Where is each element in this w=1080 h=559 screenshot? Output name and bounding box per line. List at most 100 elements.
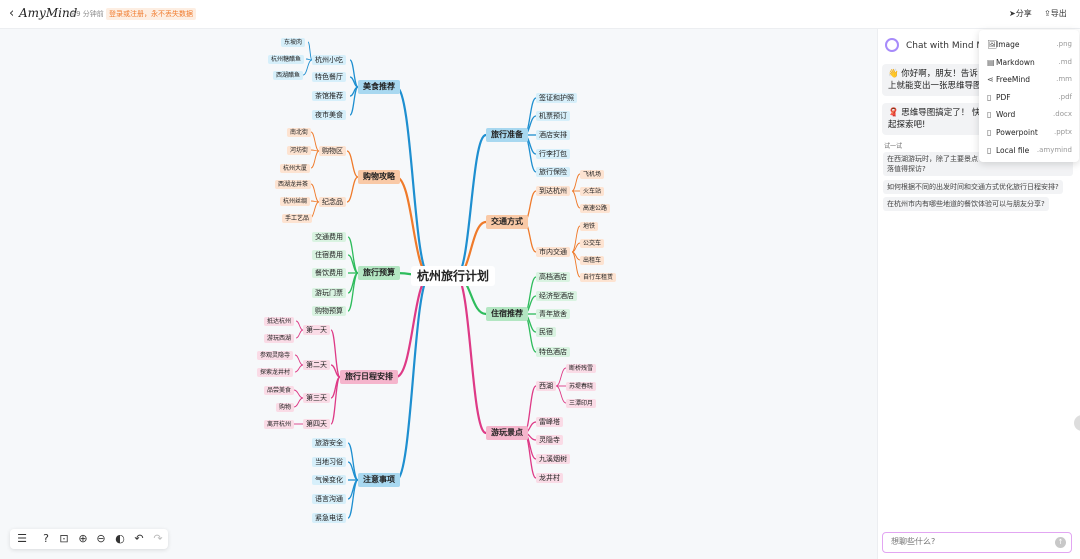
topic-机票预订[interactable]: 机票预订 bbox=[536, 111, 570, 121]
topic-气候变化[interactable]: 气候变化 bbox=[312, 475, 346, 485]
topic-语言沟通[interactable]: 语言沟通 bbox=[312, 494, 346, 504]
topic-签证和护照[interactable]: 签证和护照 bbox=[536, 93, 577, 103]
topic-餐饮费用[interactable]: 餐饮费用 bbox=[312, 268, 346, 278]
topic-杭州小吃[interactable]: 杭州小吃 bbox=[312, 55, 346, 65]
topic-九溪烟树[interactable]: 九溪烟树 bbox=[536, 454, 570, 464]
chat-input[interactable] bbox=[889, 536, 1053, 547]
topic-当地习俗[interactable]: 当地习俗 bbox=[312, 457, 346, 467]
topic-旅行保险[interactable]: 旅行保险 bbox=[536, 167, 570, 177]
subtopic-游玩西湖[interactable]: 游玩西湖 bbox=[264, 333, 295, 343]
topic-特色酒店[interactable]: 特色酒店 bbox=[536, 347, 570, 357]
subtopic-杭州糖醋鱼[interactable]: 杭州糖醋鱼 bbox=[268, 54, 305, 64]
topic-龙井村[interactable]: 龙井村 bbox=[536, 473, 563, 483]
root-node[interactable]: 杭州旅行计划 bbox=[411, 266, 496, 286]
topic-第二天[interactable]: 第二天 bbox=[303, 360, 330, 370]
topic-西湖[interactable]: 西湖 bbox=[536, 381, 556, 391]
subtopic-探索龙井村[interactable]: 探索龙井村 bbox=[257, 367, 294, 377]
subtopic-杭州丝绸[interactable]: 杭州丝绸 bbox=[280, 196, 311, 206]
subtopic-苏堤春晓[interactable]: 苏堤春晓 bbox=[566, 381, 597, 391]
subtopic-参观灵隐寺[interactable]: 参观灵隐寺 bbox=[257, 350, 294, 360]
help-icon[interactable]: ? bbox=[43, 532, 49, 545]
subtopic-自行车租赁[interactable]: 自行车租赁 bbox=[580, 272, 617, 282]
subtopic-手工艺品[interactable]: 手工艺品 bbox=[282, 213, 313, 223]
export-image[interactable]: 🖼Image.png bbox=[979, 36, 1079, 53]
topic-特色餐厅[interactable]: 特色餐厅 bbox=[312, 72, 346, 82]
zoom-in-icon[interactable]: ⊕ bbox=[78, 532, 88, 545]
subtopic-西湖醋鱼[interactable]: 西湖醋鱼 bbox=[273, 70, 304, 80]
subtopic-高速公路[interactable]: 高速公路 bbox=[580, 203, 611, 213]
mindmap-canvas[interactable]: 杭州旅行计划 美食推荐 杭州小吃东坡肉杭州糖醋鱼西湖醋鱼特色餐厅茶馆推荐夜市美食购物… bbox=[0, 29, 877, 559]
theme-icon[interactable]: ◐ bbox=[115, 532, 125, 545]
topic-高档酒店[interactable]: 高档酒店 bbox=[536, 272, 570, 282]
subtopic-三潭印月[interactable]: 三潭印月 bbox=[566, 398, 597, 408]
back-icon[interactable]: ‹ bbox=[9, 6, 15, 21]
export-markdown[interactable]: ▤Markdown.md bbox=[979, 54, 1079, 71]
branch-旅行预算[interactable]: 旅行预算 bbox=[358, 266, 400, 280]
subtopic-飞机场[interactable]: 飞机场 bbox=[580, 169, 605, 179]
topic-夜市美食[interactable]: 夜市美食 bbox=[312, 110, 346, 120]
subtopic-杭州大厦[interactable]: 杭州大厦 bbox=[280, 163, 311, 173]
branch-住宿推荐[interactable]: 住宿推荐 bbox=[486, 307, 528, 321]
redo-icon[interactable]: ↷ bbox=[153, 532, 163, 545]
suggestion-3[interactable]: 在杭州市内有哪些地道的餐饮体验可以与朋友分享? bbox=[883, 197, 1049, 211]
topic-青年旅舍[interactable]: 青年旅舍 bbox=[536, 309, 570, 319]
branch-注意事项[interactable]: 注意事项 bbox=[358, 473, 400, 487]
topic-购物预算[interactable]: 购物预算 bbox=[312, 306, 346, 316]
subtopic-离开杭州[interactable]: 离开杭州 bbox=[264, 419, 295, 429]
topic-旅游安全[interactable]: 旅游安全 bbox=[312, 438, 346, 448]
subtopic-地铁[interactable]: 地铁 bbox=[580, 221, 599, 231]
branch-美食推荐[interactable]: 美食推荐 bbox=[358, 80, 400, 94]
zoom-out-icon[interactable]: ⊖ bbox=[96, 532, 106, 545]
topic-行李打包[interactable]: 行李打包 bbox=[536, 149, 570, 159]
app-logo[interactable]: AmyMind bbox=[19, 6, 78, 20]
subtopic-断桥残雪[interactable]: 断桥残雪 bbox=[566, 363, 597, 373]
export-freemind[interactable]: ⋖FreeMind.mm bbox=[979, 71, 1079, 88]
login-warning[interactable]: 登录或注册，永不丢失数据 bbox=[106, 8, 196, 20]
export-local-file[interactable]: ▯Local file.amymind bbox=[979, 142, 1079, 159]
topic-紧急电话[interactable]: 紧急电话 bbox=[312, 513, 346, 523]
subtopic-西湖龙井茶[interactable]: 西湖龙井茶 bbox=[275, 179, 312, 189]
topic-雷峰塔[interactable]: 雷峰塔 bbox=[536, 417, 563, 427]
subtopic-出租车[interactable]: 出租车 bbox=[580, 255, 605, 265]
branch-旅行日程安排[interactable]: 旅行日程安排 bbox=[340, 370, 398, 384]
topic-酒店安排[interactable]: 酒店安排 bbox=[536, 130, 570, 140]
subtopic-南北街[interactable]: 南北街 bbox=[287, 127, 312, 137]
export-pdf[interactable]: ▯PDF.pdf bbox=[979, 89, 1079, 106]
topic-灵隐寺[interactable]: 灵隐寺 bbox=[536, 435, 563, 445]
topic-民宿[interactable]: 民宿 bbox=[536, 327, 556, 337]
outline-icon[interactable]: ☰ bbox=[17, 532, 27, 545]
topic-第四天[interactable]: 第四天 bbox=[303, 419, 330, 429]
suggestion-2[interactable]: 如何根据不同的出发时间和交通方式优化旅行日程安排? bbox=[883, 180, 1063, 194]
subtopic-抵达杭州[interactable]: 抵达杭州 bbox=[264, 316, 295, 326]
topic-纪念品[interactable]: 纪念品 bbox=[319, 197, 346, 207]
subtopic-东坡肉[interactable]: 东坡肉 bbox=[281, 37, 306, 47]
subtopic-河坊街[interactable]: 河坊街 bbox=[287, 145, 312, 155]
branch-游玩景点[interactable]: 游玩景点 bbox=[486, 426, 528, 440]
export-powerpoint[interactable]: ▯Powerpoint.pptx bbox=[979, 124, 1079, 141]
fit-icon[interactable]: ⊡ bbox=[59, 532, 69, 545]
subtopic-品尝美食[interactable]: 品尝美食 bbox=[264, 385, 295, 395]
subtopic-购物[interactable]: 购物 bbox=[276, 402, 295, 412]
branch-购物攻略[interactable]: 购物攻略 bbox=[358, 170, 400, 184]
topic-第三天[interactable]: 第三天 bbox=[303, 393, 330, 403]
subtopic-火车站[interactable]: 火车站 bbox=[580, 186, 605, 196]
undo-icon[interactable]: ↶ bbox=[134, 532, 144, 545]
topic-茶馆推荐[interactable]: 茶馆推荐 bbox=[312, 91, 346, 101]
share-button[interactable]: ➤分享 bbox=[1009, 8, 1032, 19]
topic-经济型酒店[interactable]: 经济型酒店 bbox=[536, 291, 577, 301]
subtopic-公交车[interactable]: 公交车 bbox=[580, 238, 605, 248]
topic-到达杭州[interactable]: 到达杭州 bbox=[536, 186, 570, 196]
topic-市内交通[interactable]: 市内交通 bbox=[536, 247, 570, 257]
branch-交通方式[interactable]: 交通方式 bbox=[486, 215, 528, 229]
send-icon[interactable]: ↑ bbox=[1055, 537, 1066, 548]
topic-游玩门票[interactable]: 游玩门票 bbox=[312, 288, 346, 298]
topic-交通费用[interactable]: 交通费用 bbox=[312, 232, 346, 242]
branch-旅行准备[interactable]: 旅行准备 bbox=[486, 128, 528, 142]
chat-input-box[interactable]: ↑ bbox=[882, 532, 1072, 553]
topic-购物区[interactable]: 购物区 bbox=[319, 146, 346, 156]
export-button[interactable]: ⇪导出 bbox=[1044, 8, 1067, 19]
topic-第一天[interactable]: 第一天 bbox=[303, 325, 330, 335]
panel-toggle-handle[interactable] bbox=[1074, 415, 1080, 431]
topic-住宿费用[interactable]: 住宿费用 bbox=[312, 250, 346, 260]
export-word[interactable]: ▯Word.docx bbox=[979, 106, 1079, 123]
